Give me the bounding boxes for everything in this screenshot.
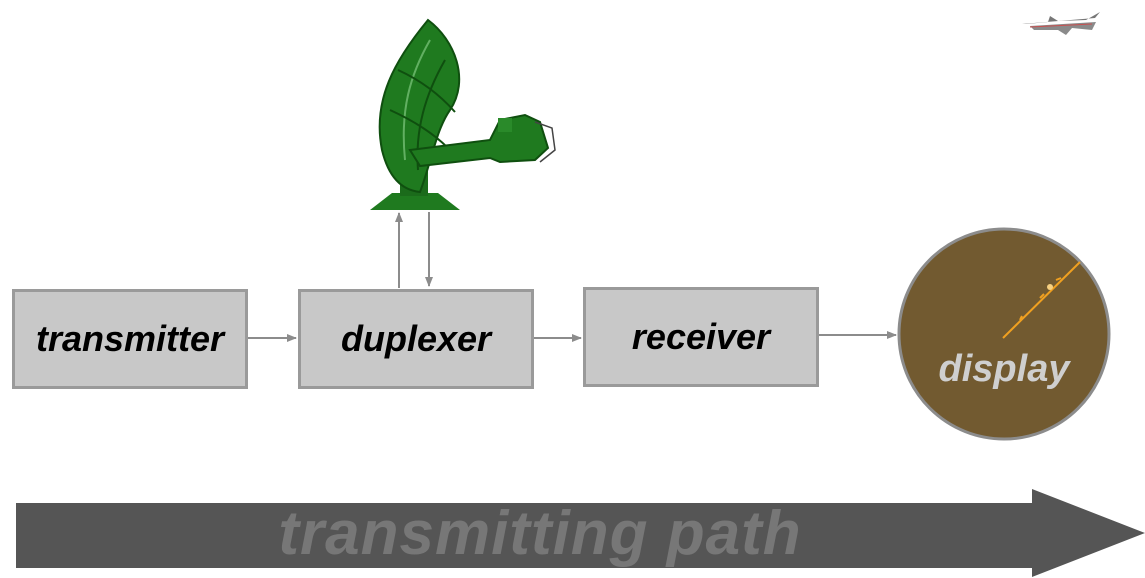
transmitter-label: transmitter bbox=[35, 318, 225, 359]
display-label: display bbox=[938, 348, 1070, 390]
display-scope bbox=[897, 227, 1111, 441]
transmitter-block: transmitter bbox=[12, 289, 248, 389]
receiver-block: receiver bbox=[583, 287, 819, 387]
receiver-label: receiver bbox=[631, 316, 771, 357]
duplexer-label: duplexer bbox=[340, 318, 492, 359]
transmitting-path-arrow bbox=[16, 489, 1145, 577]
radar-antenna-icon bbox=[370, 18, 556, 210]
transmitting-path-label: transmitting path bbox=[278, 499, 802, 568]
airplane-icon bbox=[1022, 12, 1100, 35]
duplexer-block: duplexer bbox=[298, 289, 534, 389]
